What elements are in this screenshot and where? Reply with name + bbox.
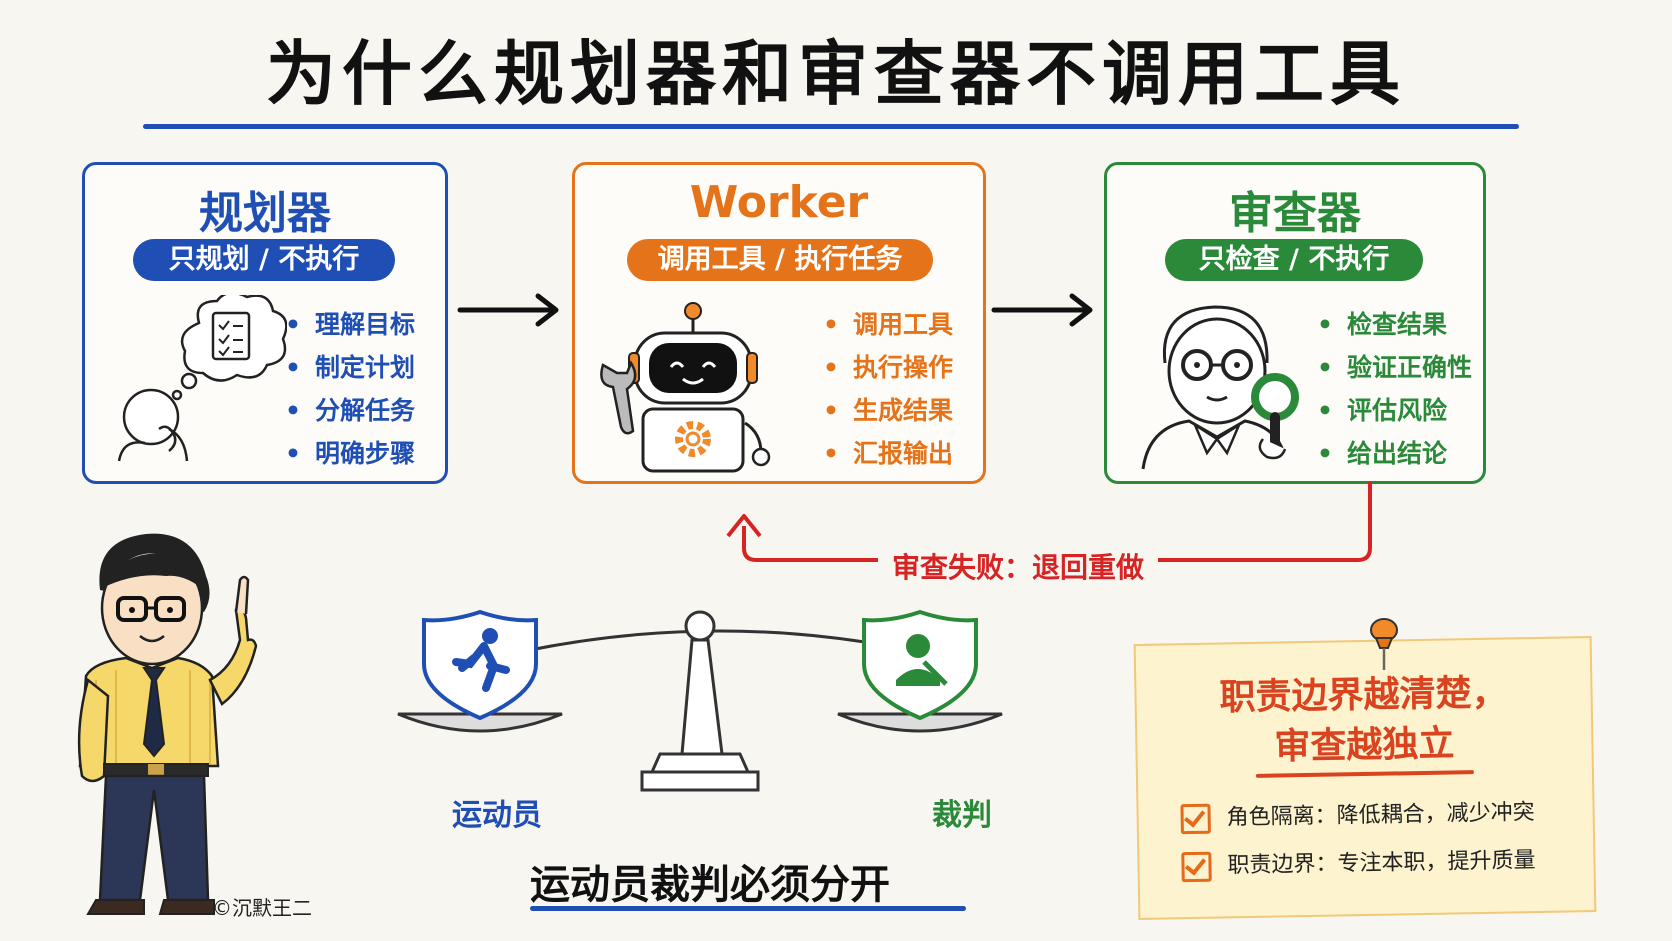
thinking-person-icon	[117, 295, 287, 462]
planner-tag: 只规划 / 不执行	[133, 239, 395, 281]
planner-item: 分解任务	[285, 389, 415, 432]
note-headline-1: 职责边界越清楚，	[1219, 672, 1508, 719]
worker-item: 执行操作	[823, 346, 953, 389]
reviewer-item: 给出结论	[1317, 432, 1472, 475]
page-title: 为什么规划器和审查器不调用工具	[266, 33, 1406, 115]
reviewer-tag: 只检查 / 不执行	[1165, 239, 1423, 281]
sticky-note: 职责边界越清楚， 审查越独立 角色隔离：降低耦合，减少冲突 职责边界：专注本职，…	[1133, 636, 1597, 920]
reviewer-person-icon	[1141, 305, 1299, 470]
title-underline	[143, 124, 1519, 129]
worker-item: 生成结果	[823, 389, 953, 432]
scale-left-label: 运动员	[452, 798, 542, 833]
reviewer-card: 审查器 只检查 / 不执行 检查结果 验证正确性 评估风险 给出结论	[1104, 162, 1486, 484]
scale-right-label: 裁判	[932, 798, 992, 833]
reviewer-title: 审查器	[1229, 188, 1361, 239]
note-check-item: 职责边界：专注本职，提升质量	[1181, 843, 1536, 885]
planner-item: 明确步骤	[285, 432, 415, 475]
reviewer-item: 验证正确性	[1317, 346, 1472, 389]
feedback-label: 审查失败：退回重做	[878, 546, 1159, 586]
checkbox-checked-icon	[1180, 803, 1211, 835]
presenter-avatar	[77, 533, 258, 915]
worker-item: 汇报输出	[823, 432, 953, 475]
planner-card: 规划器 只规划 / 不执行 理解目标 制定计划 分解任务 明确步骤	[82, 162, 448, 484]
worker-tag: 调用工具 / 执行任务	[627, 239, 933, 281]
note-check-text: 职责边界：专注本职，提升质量	[1227, 848, 1536, 879]
arrow-right-icon	[457, 293, 559, 327]
reviewer-item: 评估风险	[1317, 389, 1472, 432]
balance-scale-icon	[397, 609, 1003, 792]
worker-title: Worker	[689, 177, 869, 228]
worker-card: Worker 调用工具 / 执行任务 调用工具 执行操作 生成结果 汇报输出	[572, 162, 986, 484]
robot-icon	[600, 302, 771, 473]
planner-item: 制定计划	[285, 346, 415, 389]
arrow-right-icon	[991, 293, 1093, 327]
planner-item: 理解目标	[285, 303, 415, 346]
note-headline-2: 审查越独立	[1274, 723, 1455, 768]
reviewer-item: 检查结果	[1317, 303, 1472, 346]
worker-item: 调用工具	[823, 303, 953, 346]
caption-underline	[530, 906, 966, 911]
pushpin-icon	[1370, 618, 1398, 670]
note-check-item: 角色隔离：降低耦合，减少冲突	[1180, 795, 1535, 837]
scale-caption: 运动员裁判必须分开	[530, 862, 890, 908]
checkbox-checked-icon	[1181, 851, 1212, 883]
planner-title: 规划器	[199, 188, 331, 239]
note-check-text: 角色隔离：降低耦合，减少冲突	[1226, 800, 1535, 831]
copyright-text: ©沉默王二	[212, 896, 312, 920]
